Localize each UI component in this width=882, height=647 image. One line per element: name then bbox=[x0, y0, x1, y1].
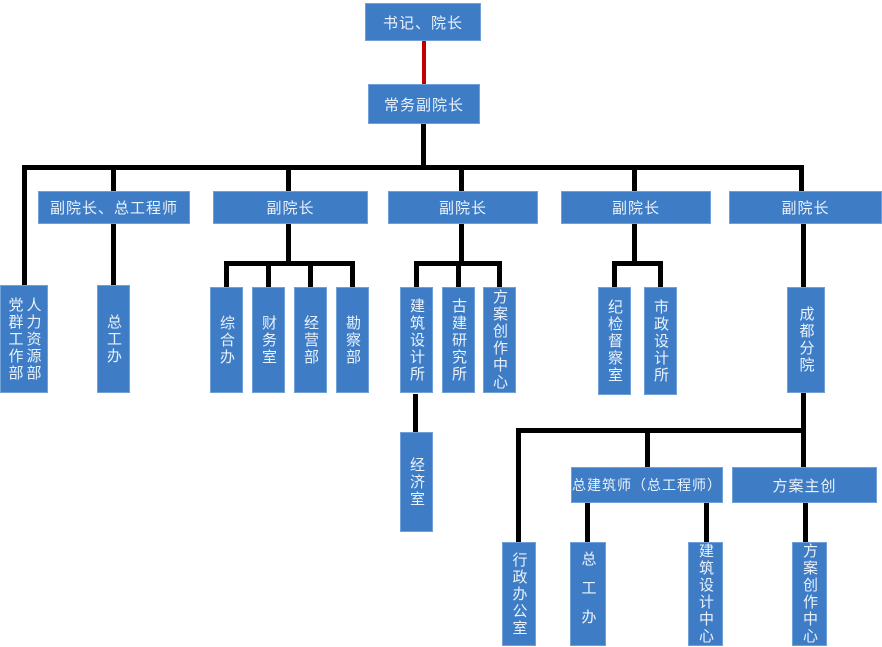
connector-vp4-stem bbox=[632, 224, 637, 264]
node-scheme-creation-center-label: 方案创作中心 bbox=[491, 289, 508, 391]
node-vp-3-label: 副院长 bbox=[438, 200, 487, 217]
node-vp-2-label: 副院长 bbox=[266, 200, 315, 217]
connector-drop-vp-chief-eng bbox=[111, 170, 116, 191]
node-chief-engineer-office-label: 总工办 bbox=[105, 313, 122, 365]
connector-vpce-to-chief-eng-office bbox=[111, 224, 116, 285]
node-secretary-president-label: 书记、院长 bbox=[382, 14, 463, 32]
node-ancient-architecture-research-institute: 古建研究所 bbox=[442, 287, 475, 393]
connector-drop-survey bbox=[350, 266, 355, 287]
node-vp-3: 副院长 bbox=[388, 191, 538, 224]
node-chengdu-scheme-creation-center: 方案创作中心 bbox=[792, 542, 827, 646]
node-architectural-design-institute: 建筑设计所 bbox=[400, 287, 433, 393]
node-general-affairs-office: 综合办 bbox=[210, 287, 243, 393]
node-finance-office-label: 财务室 bbox=[260, 314, 277, 366]
node-chief-engineer-office: 总工办 bbox=[97, 285, 130, 393]
connector-drop-chengdu-scheme-center bbox=[803, 503, 808, 542]
connector-drop-discipline bbox=[612, 266, 617, 287]
node-economics-office-label: 经济室 bbox=[408, 456, 425, 508]
node-party-mass-work-dept-label: 党群工作部 bbox=[6, 296, 24, 382]
node-architectural-design-center: 建筑设计中心 bbox=[688, 542, 723, 646]
connector-drop-arch-design-center bbox=[704, 503, 709, 542]
connector-vp2-rail bbox=[224, 261, 355, 266]
node-business-dept-label: 经营部 bbox=[302, 314, 319, 366]
node-vp-chief-engineer-label: 副院长、总工程师 bbox=[49, 200, 178, 217]
node-business-dept: 经营部 bbox=[294, 287, 327, 393]
node-architectural-design-institute-label: 建筑设计所 bbox=[408, 297, 425, 383]
node-vp-4-label: 副院长 bbox=[611, 200, 660, 217]
node-scheme-lead-label: 方案主创 bbox=[772, 477, 837, 495]
connector-main-rail bbox=[22, 165, 804, 170]
connector-vp3-rail bbox=[414, 261, 502, 266]
node-vp-5: 副院长 bbox=[729, 191, 882, 224]
node-ancient-architecture-research-institute-label: 古建研究所 bbox=[450, 297, 467, 383]
connector-drop-municipal bbox=[658, 266, 663, 287]
node-survey-dept: 勘察部 bbox=[336, 287, 369, 393]
connector-drop-business bbox=[308, 266, 313, 287]
node-vp-5-label: 副院长 bbox=[781, 200, 830, 217]
node-discipline-inspection-office-label: 纪检督察室 bbox=[606, 298, 623, 384]
node-administrative-office: 行政办公室 bbox=[502, 542, 536, 646]
node-general-affairs-office-label: 综合办 bbox=[218, 314, 235, 366]
node-survey-dept-label: 勘察部 bbox=[344, 314, 361, 366]
node-chengdu-chief-engineer-office: 总工办 bbox=[570, 542, 606, 646]
node-executive-vice-president: 常务副院长 bbox=[368, 84, 480, 124]
connector-drop-vp4 bbox=[632, 170, 637, 191]
node-administrative-office-label: 行政办公室 bbox=[510, 551, 528, 637]
node-secretary-president: 书记、院长 bbox=[365, 3, 481, 41]
connector-drop-scheme-center bbox=[497, 266, 502, 287]
connector-drop-arch-design-inst bbox=[414, 266, 419, 287]
connector-drop-finance bbox=[266, 266, 271, 287]
node-vp-4: 副院长 bbox=[561, 191, 711, 224]
node-executive-vice-president-label: 常务副院长 bbox=[383, 96, 464, 114]
node-scheme-lead: 方案主创 bbox=[732, 467, 877, 503]
node-vp-2: 副院长 bbox=[213, 191, 368, 224]
connector-drop-ancient-arch bbox=[456, 266, 461, 287]
node-chengdu-chief-engineer-office-label: 总工办 bbox=[579, 550, 597, 638]
connector-secretary-to-execvp bbox=[422, 41, 426, 84]
connector-drop-admin-office bbox=[516, 433, 521, 542]
connector-arch-inst-to-economics bbox=[413, 394, 418, 432]
node-chengdu-branch: 成都分院 bbox=[787, 287, 825, 393]
connector-drop-left-depts bbox=[22, 168, 27, 285]
connector-drop-vp3 bbox=[459, 170, 464, 191]
connector-drop-vp2 bbox=[286, 170, 291, 191]
connector-vp2-stem bbox=[286, 224, 291, 264]
node-vp-chief-engineer: 副院长、总工程师 bbox=[38, 191, 190, 224]
connector-vp4-rail bbox=[612, 261, 663, 266]
node-party-mass-and-hr-depts: 党群工作部 人力资源部 bbox=[0, 285, 48, 393]
node-chengdu-scheme-creation-center-label: 方案创作中心 bbox=[801, 543, 818, 645]
connector-vp3-stem bbox=[459, 224, 464, 264]
connector-drop-chengdu-ce-office bbox=[585, 503, 590, 542]
node-chief-architect: 总建筑师（总工程师） bbox=[571, 467, 723, 503]
node-municipal-design-institute: 市政设计所 bbox=[644, 287, 677, 395]
connector-execvp-trunk bbox=[421, 124, 426, 168]
connector-vp5-to-chengdu bbox=[801, 224, 806, 287]
node-discipline-inspection-office: 纪检督察室 bbox=[598, 287, 631, 395]
node-municipal-design-institute-label: 市政设计所 bbox=[652, 298, 669, 384]
node-economics-office: 经济室 bbox=[400, 432, 433, 532]
node-chief-architect-label: 总建筑师（总工程师） bbox=[572, 477, 722, 493]
node-chengdu-branch-label: 成都分院 bbox=[797, 306, 815, 374]
node-scheme-creation-center: 方案创作中心 bbox=[483, 287, 516, 393]
connector-drop-vp5 bbox=[799, 168, 804, 191]
connector-chengdu-rail bbox=[516, 428, 806, 433]
node-architectural-design-center-label: 建筑设计中心 bbox=[697, 543, 714, 645]
node-human-resources-dept-label: 人力资源部 bbox=[24, 296, 42, 382]
connector-drop-general-affairs bbox=[224, 266, 229, 287]
connector-drop-chief-architect bbox=[645, 433, 650, 467]
node-finance-office: 财务室 bbox=[252, 287, 285, 393]
